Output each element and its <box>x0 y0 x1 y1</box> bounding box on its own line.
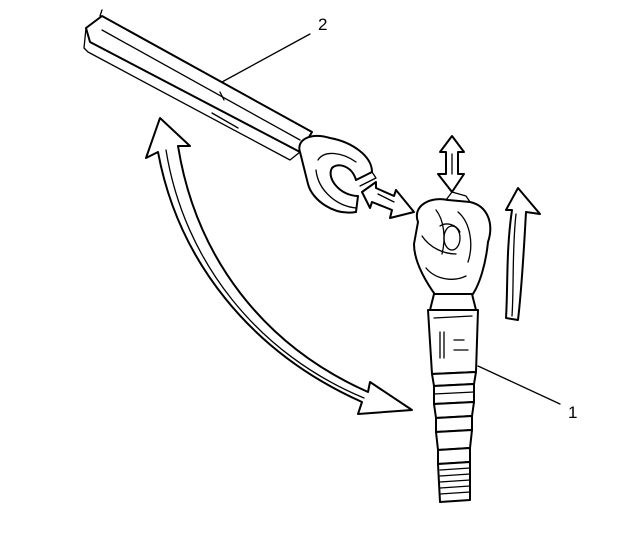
engage-motion-arrow <box>361 181 415 219</box>
swing-motion-arrow <box>145 117 413 415</box>
rotation-motion-arrow <box>505 187 541 321</box>
shaft-assembly <box>413 191 492 503</box>
callout-label-1: 1 <box>568 403 577 422</box>
leader-line-1 <box>477 365 561 405</box>
callout-label-2: 2 <box>318 15 327 34</box>
leader-line-2 <box>221 33 311 83</box>
wrench <box>83 9 377 214</box>
axial-motion-arrow <box>437 135 465 193</box>
